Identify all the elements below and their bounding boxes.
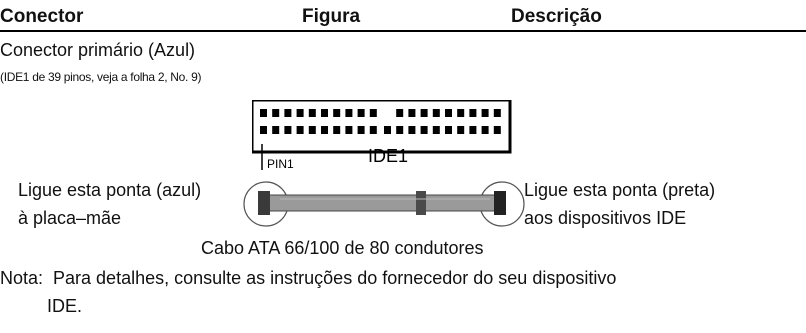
connector-pin — [420, 109, 428, 117]
cable-caption: Cabo ATA 66/100 de 80 condutores — [201, 238, 484, 258]
connector-pin — [260, 126, 267, 134]
connector-pin — [345, 109, 353, 117]
note-line2: IDE. — [47, 296, 83, 316]
cable-left-line2: à placa–mãe — [18, 208, 122, 228]
connector-pin — [357, 126, 365, 134]
cable-left-plug — [258, 191, 270, 215]
cable-right-line2: aos dispositivos IDE — [524, 208, 687, 228]
connector-pin — [432, 109, 440, 117]
note-line1: Nota: Para detalhes, consulte as instruç… — [0, 268, 617, 288]
connector-pin — [272, 126, 280, 134]
section-subtitle: (IDE1 de 39 pinos, veja a folha 2, No. 9… — [0, 70, 202, 84]
cable-right-plug — [494, 191, 506, 215]
connector-pins — [260, 109, 501, 134]
connector-outline — [252, 100, 512, 154]
connector-pin — [396, 126, 404, 134]
connector-pin — [408, 126, 416, 134]
connector-pin — [408, 109, 416, 117]
connector-pin — [345, 126, 353, 134]
connector-pin — [396, 109, 404, 117]
connector-pin — [357, 109, 365, 117]
pin1-label: PIN1 — [267, 157, 294, 171]
connector-pin — [308, 126, 316, 134]
connector-pin — [493, 126, 501, 134]
header-description: Descrição — [511, 6, 602, 27]
connector-pin — [420, 126, 428, 134]
connector-pin — [260, 109, 267, 117]
connector-pin — [321, 109, 328, 117]
connector-pin — [369, 109, 377, 117]
connector-pin — [457, 126, 465, 134]
cable-middle-plug — [416, 191, 426, 215]
section-title: Conector primário (Azul) — [0, 40, 196, 60]
connector-pin — [333, 126, 341, 134]
connector-pin — [384, 126, 391, 134]
header-figure: Figura — [302, 6, 361, 27]
ribbon-cable-body — [267, 194, 499, 212]
connector-pin — [445, 126, 452, 134]
connector-pin — [457, 109, 465, 117]
connector-pin — [469, 109, 477, 117]
connector-pin — [432, 126, 440, 134]
connector-pin — [493, 109, 501, 117]
connector-pin — [296, 126, 304, 134]
connector-pin — [284, 126, 292, 134]
connector-pin — [333, 109, 341, 117]
connector-pin — [445, 109, 452, 117]
connector-pin — [469, 126, 477, 134]
connector-pin — [308, 109, 316, 117]
ide-connector-figure: PIN1 IDE1 — [252, 100, 512, 171]
ide1-label: IDE1 — [368, 146, 408, 166]
connector-pin — [296, 109, 304, 117]
connector-pin — [369, 126, 377, 134]
connector-pin — [321, 126, 328, 134]
connector-pin — [481, 109, 489, 117]
cable-right-line1: Ligue esta ponta (preta) — [524, 180, 716, 200]
header-divider — [0, 30, 806, 32]
ata-cable-illustration — [243, 181, 525, 227]
connector-pin — [284, 109, 292, 117]
header-connector: Conector — [0, 6, 84, 27]
connector-pin — [272, 109, 280, 117]
cable-left-line1: Ligue esta ponta (azul) — [18, 180, 202, 200]
connector-pin — [481, 126, 489, 134]
